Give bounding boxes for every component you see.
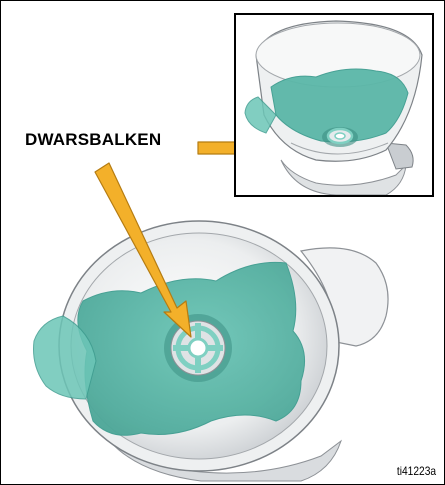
figure-id: ti41223a bbox=[397, 464, 436, 478]
inset-panel bbox=[234, 13, 434, 197]
side-knob bbox=[386, 143, 413, 169]
hopper-side-view-illustration bbox=[236, 15, 432, 195]
callout-label: DWARSBALKEN bbox=[25, 130, 161, 150]
